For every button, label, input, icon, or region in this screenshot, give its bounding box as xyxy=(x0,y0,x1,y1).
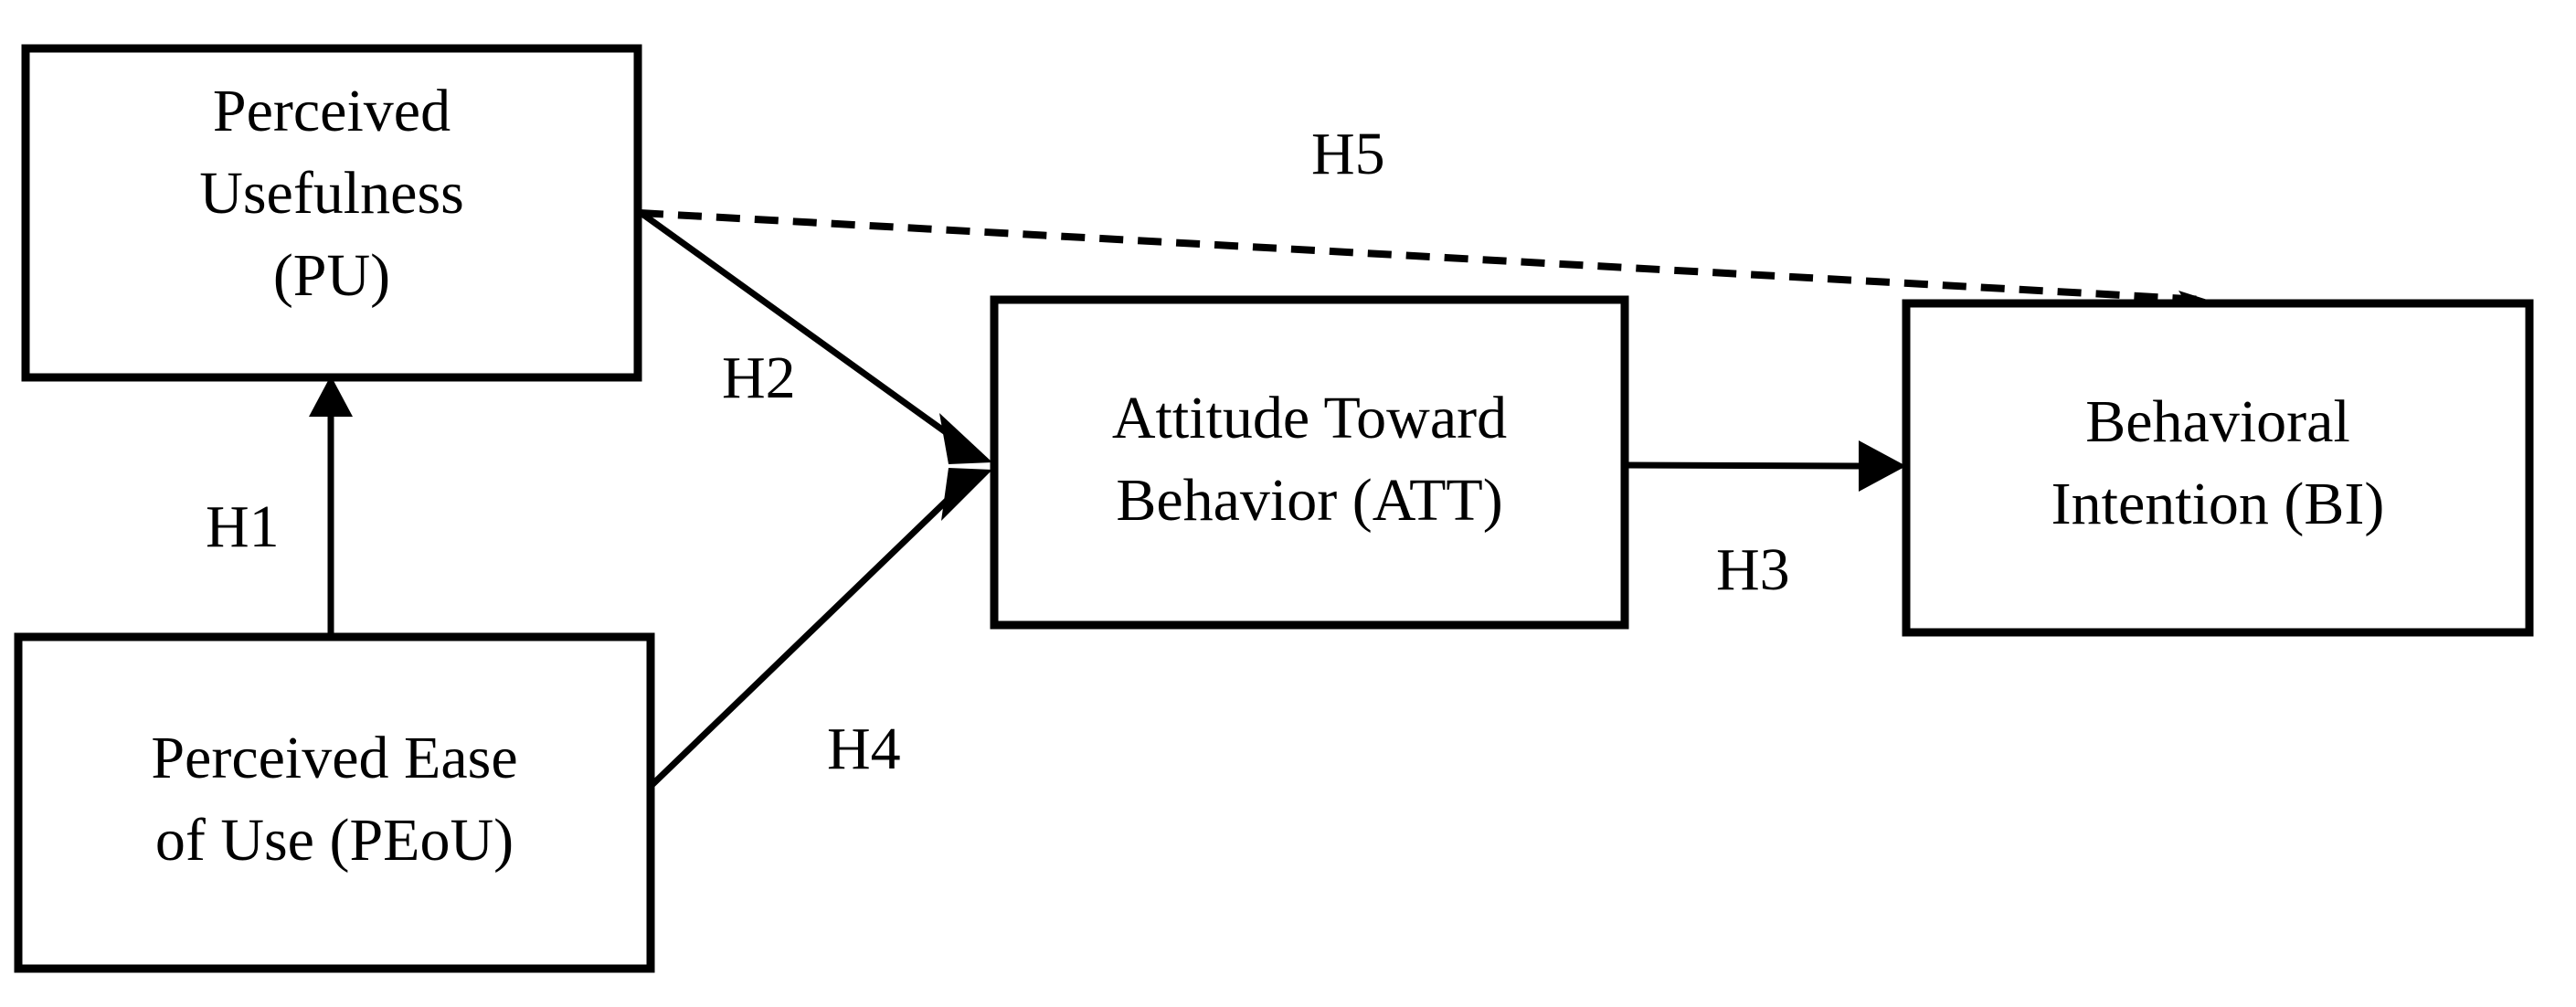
node-behavioral-intention[interactable]: Behavioral Intention (BI) xyxy=(1902,299,2534,637)
edge-h1 xyxy=(309,376,353,640)
edge-h3-line xyxy=(1624,461,1863,470)
edge-label-h5: H5 xyxy=(1311,121,1385,187)
edge-h1-arrowhead xyxy=(309,376,353,417)
edge-h4-arrowhead xyxy=(941,468,992,521)
node-att-label-line-2: Behavior (ATT) xyxy=(1116,467,1502,534)
node-bi-label-line-2: Intention (BI) xyxy=(2051,471,2385,537)
edge-label-h3: H3 xyxy=(1716,536,1790,603)
node-perceived-usefulness[interactable]: Perceived Usefulness (PU) xyxy=(21,44,642,382)
edge-label-h2: H2 xyxy=(722,344,796,411)
node-att-label-line-1: Attitude Toward xyxy=(1112,385,1507,451)
node-pu-box[interactable] xyxy=(21,44,642,382)
edge-h5-line xyxy=(639,209,2205,303)
edge-h2 xyxy=(637,209,992,464)
node-pu-label-line-1: Perceived xyxy=(213,78,451,144)
node-peou-label-line-2: of Use (PEoU) xyxy=(155,807,514,874)
edge-label-h4: H4 xyxy=(827,716,901,782)
edge-label-h1: H1 xyxy=(206,493,280,560)
node-attitude-toward-behavior[interactable]: Attitude Toward Behavior (ATT) xyxy=(990,295,1629,630)
edge-h4-line xyxy=(637,493,955,800)
edge-h2-line xyxy=(637,209,955,440)
node-bi-label-line-1: Behavioral xyxy=(2085,388,2350,455)
edge-h4 xyxy=(637,468,992,800)
edge-h5 xyxy=(639,209,2219,303)
node-pu-label-line-3: (PU) xyxy=(273,242,390,309)
node-peou-box[interactable] xyxy=(14,632,655,973)
node-peou-label-line-1: Perceived Ease xyxy=(151,725,517,791)
edge-h3-arrowhead xyxy=(1859,440,1906,492)
node-perceived-ease-of-use[interactable]: Perceived Ease of Use (PEoU) xyxy=(14,632,655,973)
node-att-box[interactable] xyxy=(990,295,1629,630)
edge-h2-arrowhead xyxy=(939,413,992,464)
node-bi-box[interactable] xyxy=(1902,299,2534,637)
edge-h3 xyxy=(1624,440,1906,492)
node-pu-label-line-2: Usefulness xyxy=(199,160,464,227)
